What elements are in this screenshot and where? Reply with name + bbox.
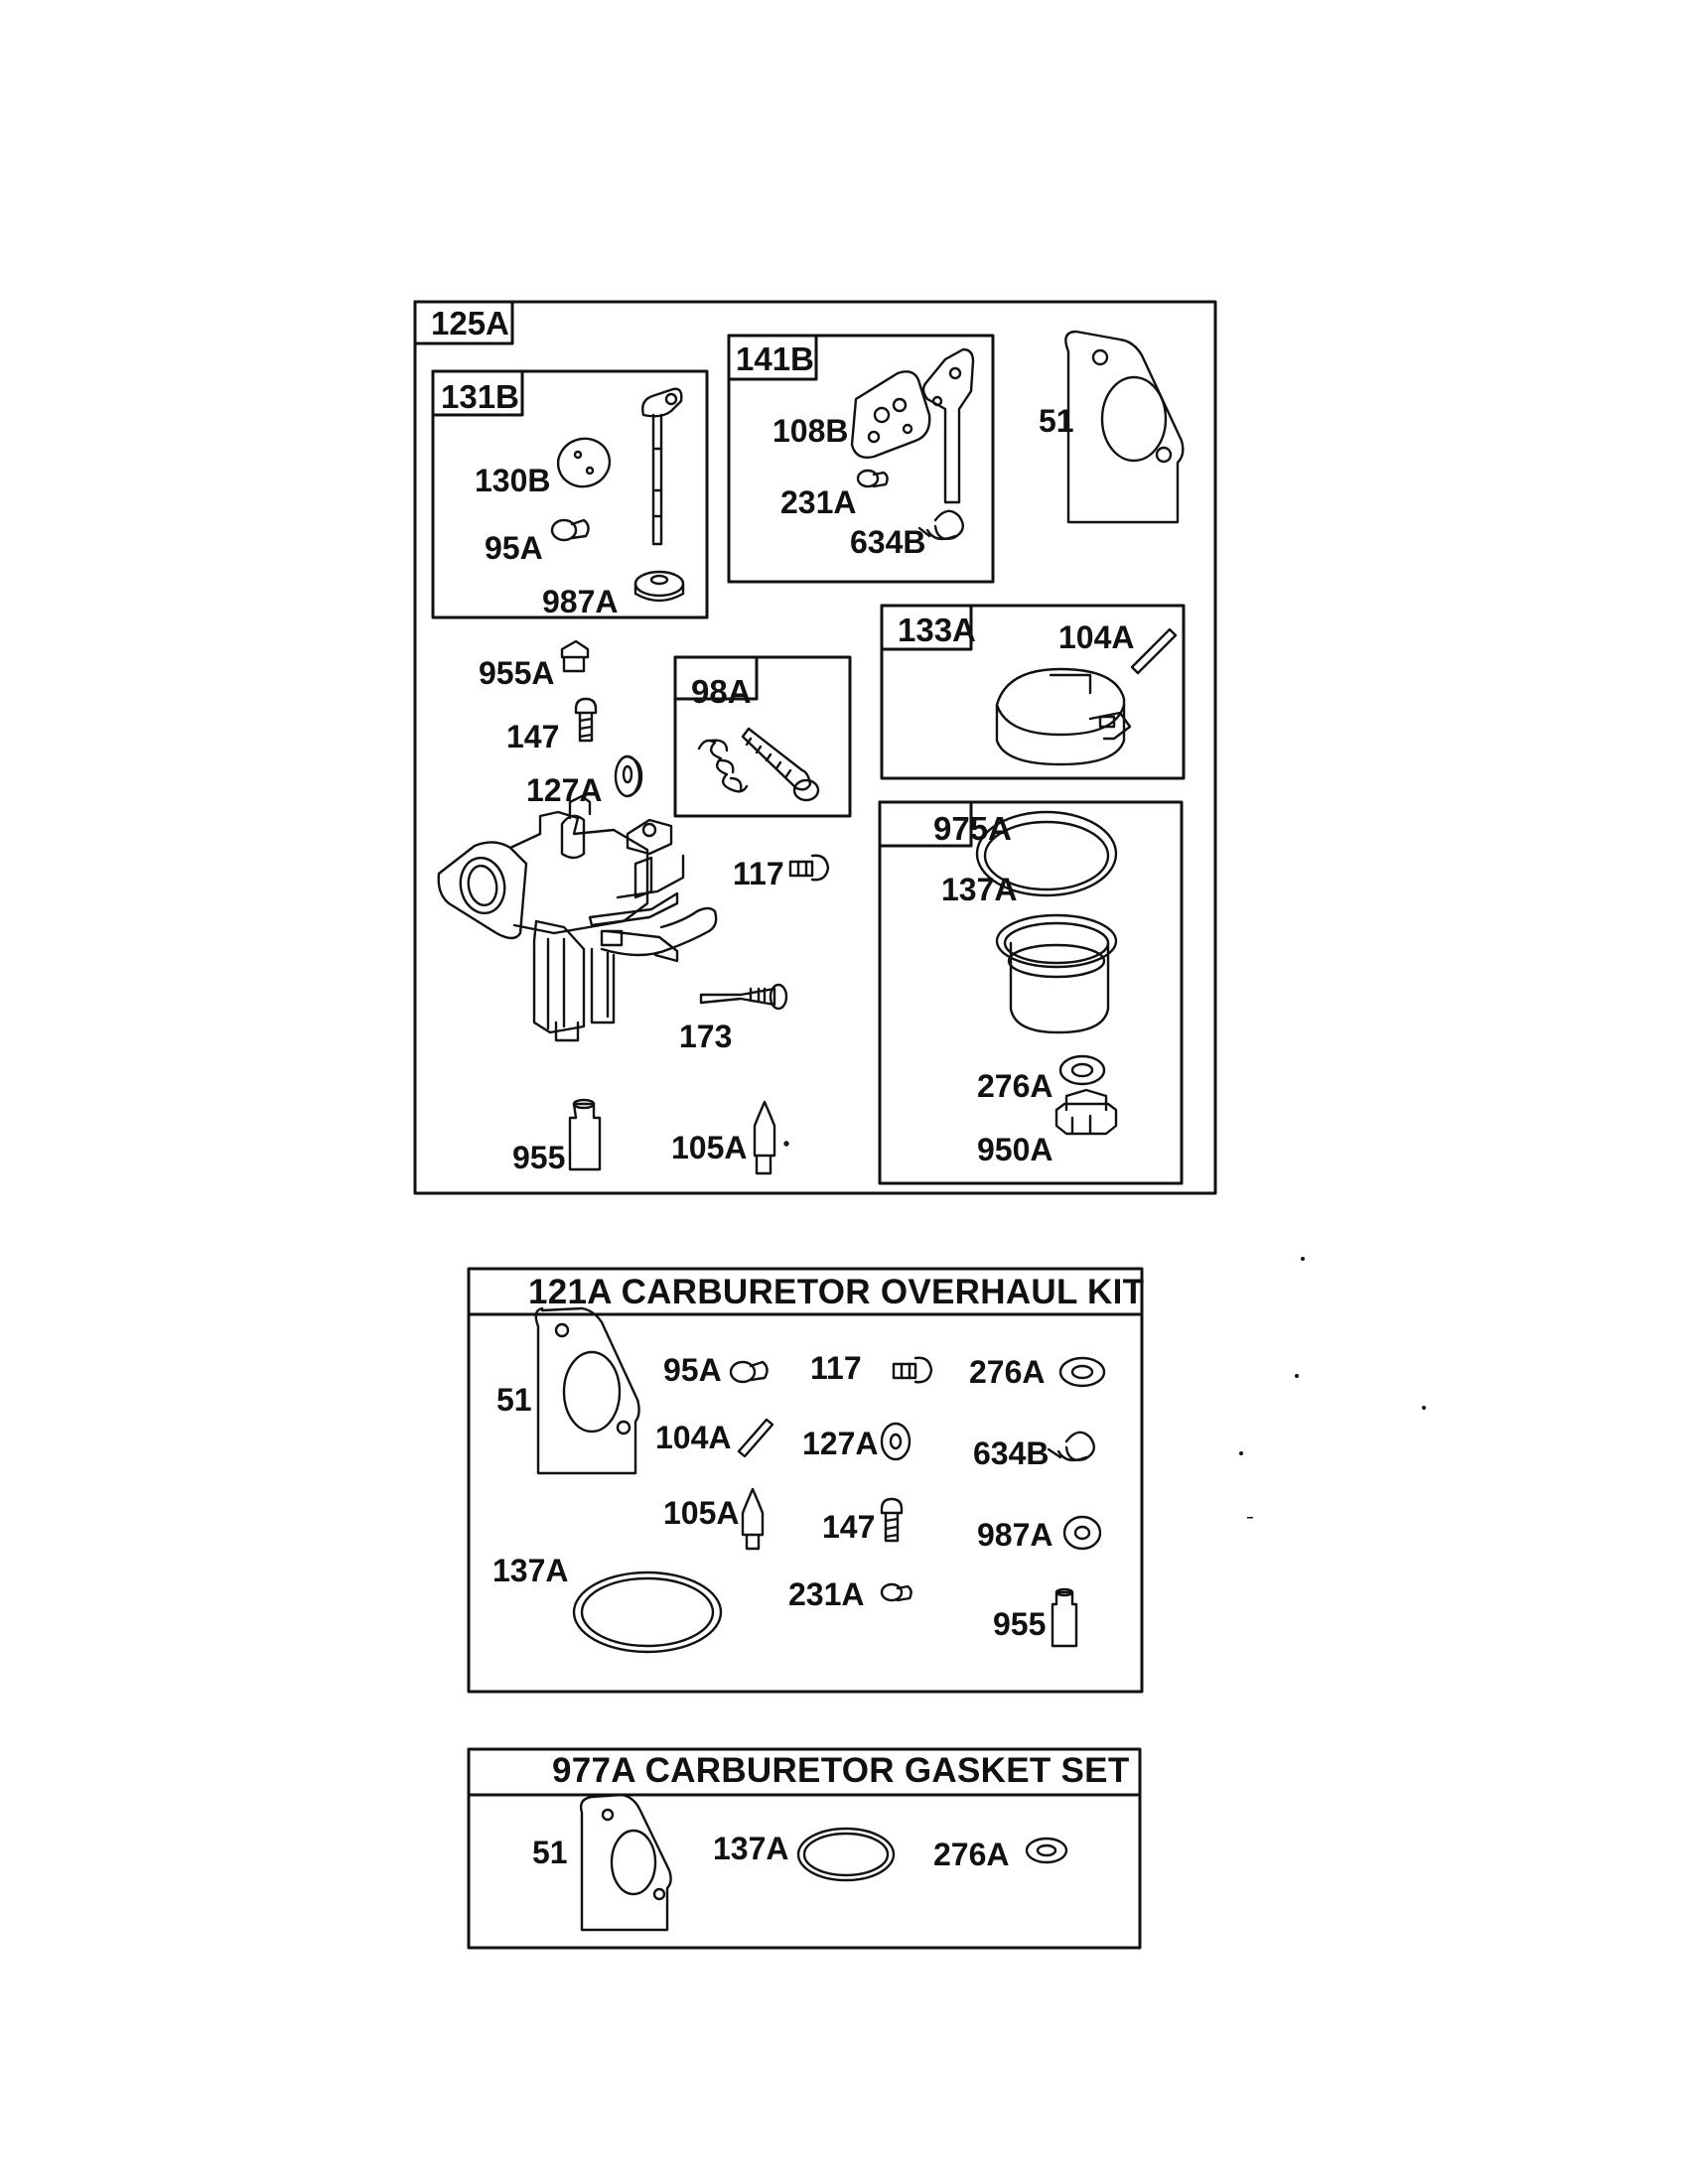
- part-147-screw-drawing: [574, 697, 598, 743]
- part-955a-label: 955A: [479, 655, 555, 691]
- part-231a-screw-drawing: [856, 469, 880, 488]
- kit-part-95a-screw-drawing: [729, 1360, 757, 1384]
- part-117-label: 117: [733, 856, 784, 891]
- part-117-screw-drawing: [788, 854, 830, 882]
- part-130b-label: 130B: [475, 463, 551, 498]
- part-95a-label: 95A: [485, 530, 543, 566]
- gasket-set-title: 977A CARBURETOR GASKET SET: [552, 1751, 1130, 1790]
- part-137a-label: 137A: [941, 872, 1018, 907]
- part-104a-pin-drawing: [1130, 627, 1178, 675]
- part-133a-float-drawing: [995, 667, 1126, 766]
- part-634b-label: 634B: [850, 524, 926, 560]
- kit-part-276a-label: 276A: [969, 1354, 1046, 1390]
- kit-part-117-screw-drawing: [892, 1356, 933, 1384]
- carburetor-body-drawing: [437, 794, 718, 1042]
- part-130b-throttle-plate-drawing: [556, 437, 612, 488]
- subassembly-133a-label: 133A: [898, 612, 976, 648]
- part-950a-bowl-nut-drawing: [1054, 1088, 1118, 1136]
- part-51-label: 51: [1039, 403, 1074, 439]
- kit-part-127a-label: 127A: [802, 1426, 879, 1461]
- kit-part-231a-screw-drawing: [880, 1582, 904, 1602]
- overhaul-kit-frame: [467, 1267, 1144, 1694]
- subassembly-98a-label: 98A: [691, 673, 752, 710]
- kit-part-105a-needle-valve-drawing: [741, 1487, 765, 1551]
- part-105a-label: 105A: [671, 1130, 748, 1165]
- part-955-pin-drawing: [568, 1102, 602, 1171]
- part-276a-label: 276A: [977, 1068, 1053, 1104]
- kit-part-147-screw-drawing: [880, 1497, 904, 1543]
- kit-part-117-label: 117: [810, 1350, 862, 1386]
- part-147-label: 147: [506, 719, 560, 754]
- part-98a-spring-drawing: [697, 739, 749, 793]
- part-131b-throttle-shaft-drawing: [651, 413, 663, 546]
- gasket-set-part-276a-label: 276A: [933, 1837, 1010, 1872]
- part-105a-needle-valve-drawing: [753, 1100, 776, 1175]
- subassembly-131b-tag-box: [431, 369, 524, 417]
- kit-part-955-label: 955: [993, 1606, 1047, 1642]
- kit-part-634b-label: 634B: [973, 1435, 1050, 1471]
- part-127a-label: 127A: [526, 772, 603, 808]
- kit-part-104a-label: 104A: [655, 1420, 732, 1455]
- kit-part-147-label: 147: [822, 1509, 876, 1545]
- part-955a-plug-drawing: [560, 639, 590, 673]
- kit-part-987a-label: 987A: [977, 1517, 1053, 1553]
- gasket-set-part-137a-ring-drawing: [796, 1827, 896, 1882]
- kit-part-231a-label: 231A: [788, 1576, 865, 1612]
- kit-part-95a-label: 95A: [663, 1352, 722, 1388]
- part-141b-choke-shaft-drawing: [921, 347, 975, 504]
- assembly-125a-label: 125A: [431, 305, 509, 341]
- assembly-125a-tag-box: [413, 300, 514, 345]
- subassembly-133a-frame: [880, 604, 1186, 780]
- part-634b-spring-drawing: [917, 509, 965, 541]
- kit-part-276a-washer-drawing: [1058, 1356, 1106, 1388]
- part-975a-float-bowl-drawing: [1009, 941, 1110, 1034]
- kit-part-634b-spring-drawing: [1047, 1431, 1096, 1462]
- kit-part-51-gasket-drawing: [534, 1306, 640, 1475]
- gasket-set-part-51-gasket-drawing: [579, 1793, 672, 1932]
- kit-part-955-pin-drawing: [1051, 1590, 1078, 1648]
- subassembly-975a-frame: [878, 800, 1184, 1185]
- subassembly-975a-tag-box: [878, 800, 973, 848]
- part-987a-label: 987A: [542, 584, 619, 619]
- part-950a-label: 950A: [977, 1132, 1053, 1167]
- part-51-gasket-drawing: [1064, 330, 1185, 524]
- kit-part-137a-label: 137A: [492, 1553, 569, 1588]
- kit-part-51-label: 51: [496, 1382, 532, 1418]
- part-95a-screw-drawing: [550, 518, 578, 542]
- gasket-set-part-276a-washer-drawing: [1025, 1837, 1068, 1864]
- assembly-125a-frame: [413, 300, 1217, 1195]
- kit-part-987a-washer-drawing: [1062, 1515, 1102, 1551]
- gasket-set-frame: [467, 1747, 1142, 1950]
- part-104a-label: 104A: [1058, 619, 1135, 655]
- part-231a-label: 231A: [780, 484, 857, 520]
- subassembly-141b-frame: [727, 334, 995, 584]
- subassembly-133a-tag-box: [880, 604, 973, 651]
- part-108b-gasket-plate-drawing: [850, 370, 931, 459]
- part-276a-washer-drawing: [1058, 1054, 1106, 1086]
- kit-part-104a-pin-drawing: [737, 1418, 774, 1458]
- kit-part-105a-label: 105A: [663, 1495, 740, 1531]
- part-173-needle-drawing: [699, 987, 776, 1007]
- subassembly-141b-tag-box: [727, 334, 818, 381]
- part-955-label: 955: [512, 1140, 566, 1175]
- part-108b-label: 108B: [772, 413, 849, 449]
- kit-part-127a-washer-drawing: [880, 1422, 912, 1461]
- subassembly-975a-label: 975A: [933, 810, 1012, 847]
- part-173-label: 173: [679, 1019, 733, 1054]
- part-137a-bowl-gasket-drawing: [975, 810, 1118, 897]
- subassembly-98a-tag-box: [673, 655, 759, 701]
- subassembly-131b-frame: [431, 369, 709, 619]
- subassembly-98a-frame: [673, 655, 852, 818]
- gasket-set-part-51-label: 51: [532, 1835, 568, 1870]
- subassembly-131b-label: 131B: [441, 378, 519, 415]
- kit-part-137a-ring-drawing: [572, 1570, 723, 1654]
- subassembly-141b-label: 141B: [736, 341, 814, 377]
- gasket-set-part-137a-label: 137A: [713, 1831, 789, 1866]
- part-98a-idle-screw-drawing: [741, 727, 812, 791]
- overhaul-kit-title: 121A CARBURETOR OVERHAUL KIT: [528, 1273, 1145, 1311]
